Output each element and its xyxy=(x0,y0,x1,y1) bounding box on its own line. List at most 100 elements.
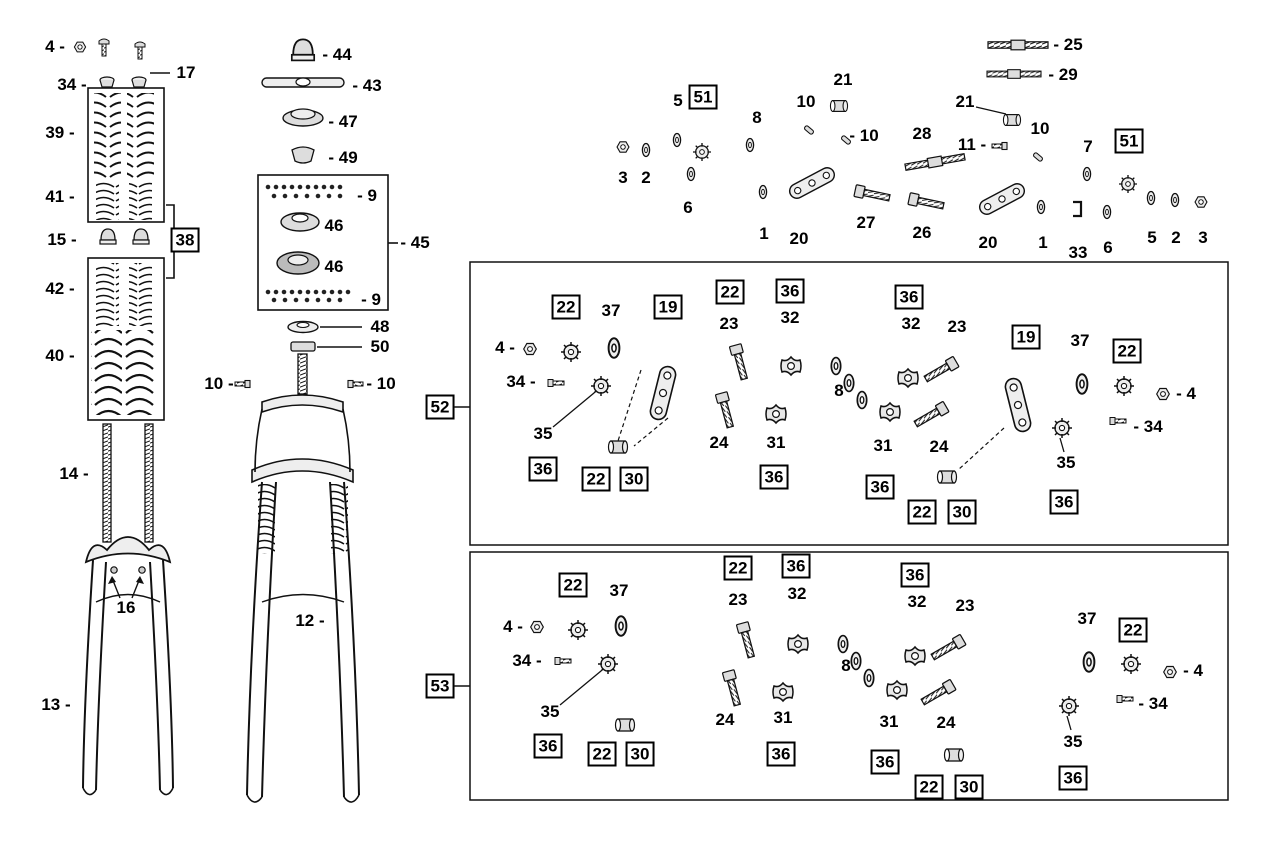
part-label-3: 3 xyxy=(1198,228,1208,247)
part-label-31: 31 xyxy=(773,708,793,727)
part-label-35: 35 xyxy=(540,702,560,721)
part-label-10: 10 xyxy=(1030,119,1050,138)
part-label-22: 22 xyxy=(914,774,944,800)
part-label-8: 8 xyxy=(834,381,844,400)
part-label-43: - 43 xyxy=(352,76,382,95)
part-label-22: 22 xyxy=(551,294,581,320)
part-label-36: 36 xyxy=(781,553,811,579)
part-label-22: 22 xyxy=(907,499,937,525)
part-label-24: 24 xyxy=(715,710,735,729)
part-label-22: 22 xyxy=(581,466,611,492)
part-label-4: - 4 xyxy=(1183,661,1203,680)
part-label-4: 4 - xyxy=(45,37,65,56)
part-label-47: - 47 xyxy=(328,112,358,131)
part-label-26: 26 xyxy=(912,223,932,242)
spring-sets xyxy=(91,93,155,415)
part-label-51: 51 xyxy=(688,84,718,110)
part-label-10: 10 - xyxy=(204,374,234,393)
part-label-45: - 45 xyxy=(400,233,430,252)
part-label-19: 19 xyxy=(1011,324,1041,350)
part-label-22: 22 xyxy=(587,741,617,767)
part-label-11: 11 - xyxy=(957,135,987,154)
part-label-1: 1 xyxy=(759,224,769,243)
part-label-25: - 25 xyxy=(1053,35,1083,54)
part-label-20: 20 xyxy=(789,229,809,248)
part-label-8: 8 xyxy=(841,656,851,675)
part-label-22: 22 xyxy=(1118,617,1148,643)
part-label-33: 33 xyxy=(1068,243,1088,262)
part-label-14: 14 - xyxy=(59,464,89,483)
part-label-10: 10 xyxy=(796,92,816,111)
part-label-35: 35 xyxy=(1063,732,1083,751)
part-label-24: 24 xyxy=(929,437,949,456)
part-label-52: 52 xyxy=(425,394,455,420)
part-label-19: 19 xyxy=(653,294,683,320)
part-label-29: - 29 xyxy=(1048,65,1078,84)
part-label-9: - 9 xyxy=(357,186,377,205)
part-label-13: 13 - xyxy=(41,695,71,714)
top-left-fasteners xyxy=(73,38,175,279)
part-label-2: 2 xyxy=(641,168,651,187)
part-label-37: 37 xyxy=(609,581,629,600)
hardware-cluster-52 xyxy=(453,338,1169,483)
part-label-21: 21 xyxy=(833,70,853,89)
part-label-32: 32 xyxy=(787,584,807,603)
part-label-20: 20 xyxy=(978,233,998,252)
part-label-30: 30 xyxy=(947,499,977,525)
part-label-5: 5 xyxy=(1147,228,1157,247)
part-label-36: 36 xyxy=(533,733,563,759)
part-label-8: 8 xyxy=(752,108,762,127)
part-label-4: - 4 xyxy=(1176,384,1196,403)
part-label-40: 40 - xyxy=(45,346,75,365)
part-label-32: 32 xyxy=(907,592,927,611)
part-label-27: 27 xyxy=(856,213,876,232)
part-label-31: 31 xyxy=(766,433,786,452)
part-label-23: 23 xyxy=(719,314,739,333)
part-label-50: 50 xyxy=(370,337,390,356)
part-label-30: 30 xyxy=(625,741,655,767)
part-label-36: 36 xyxy=(1049,489,1079,515)
part-label-34: 34 - xyxy=(506,372,536,391)
part-label-34: - 34 xyxy=(1138,694,1168,713)
linkage-top-right xyxy=(616,39,1208,220)
part-label-24: 24 xyxy=(709,433,729,452)
hardware-cluster-53 xyxy=(453,616,1176,761)
part-label-24: 24 xyxy=(936,713,956,732)
center-fork-drawing xyxy=(234,353,364,803)
part-label-51: 51 xyxy=(1114,128,1144,154)
steering-parts-stack xyxy=(261,38,398,352)
part-label-35: 35 xyxy=(1056,453,1076,472)
part-label-16: 16 xyxy=(116,598,136,617)
part-label-36: 36 xyxy=(900,562,930,588)
part-label-36: 36 xyxy=(894,284,924,310)
part-label-53: 53 xyxy=(425,673,455,699)
part-label-34: - 34 xyxy=(1133,417,1163,436)
part-label-36: 36 xyxy=(759,464,789,490)
part-label-5: 5 xyxy=(673,91,683,110)
part-label-7: 7 xyxy=(1083,137,1093,156)
part-label-46: 46 xyxy=(324,257,344,276)
part-label-38: 38 xyxy=(170,227,200,253)
part-label-4: 4 - xyxy=(503,617,523,636)
part-label-37: 37 xyxy=(1070,331,1090,350)
part-label-39: 39 - xyxy=(45,123,75,142)
part-label-23: 23 xyxy=(728,590,748,609)
part-label-3: 3 xyxy=(618,168,628,187)
part-label-42: 42 - xyxy=(45,279,75,298)
part-label-37: 37 xyxy=(1077,609,1097,628)
part-label-37: 37 xyxy=(601,301,621,320)
left-fork-drawing xyxy=(82,423,174,796)
part-label-28: 28 xyxy=(912,124,932,143)
part-label-30: 30 xyxy=(619,466,649,492)
part-label-23: 23 xyxy=(955,596,975,615)
part-label-17: 17 xyxy=(176,63,196,82)
part-label-22: 22 xyxy=(715,279,745,305)
part-label-12: 12 - xyxy=(295,611,325,630)
part-label-36: 36 xyxy=(1058,765,1088,791)
part-label-36: 36 xyxy=(865,474,895,500)
part-label-15: 15 - xyxy=(47,230,77,249)
part-label-4: 4 - xyxy=(495,338,515,357)
